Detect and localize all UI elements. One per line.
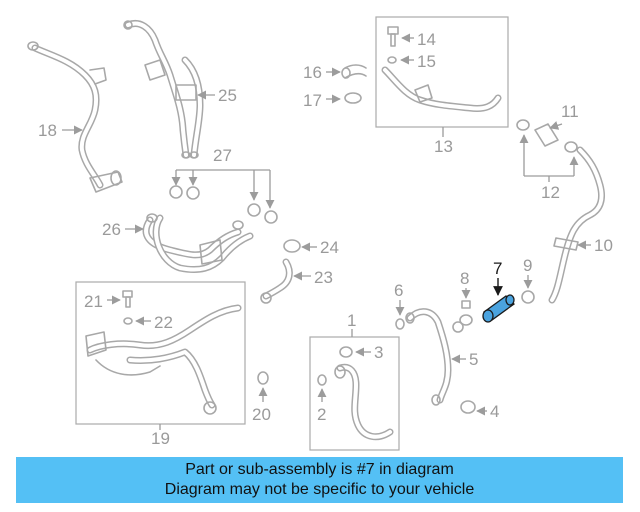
part-27-clamps[interactable] (169, 185, 278, 224)
svg-text:9: 9 (523, 256, 532, 275)
part-13-pipe[interactable] (381, 66, 502, 112)
part-3-clamp[interactable] (339, 346, 353, 358)
part-11-hose[interactable] (534, 123, 559, 147)
part-18-hose[interactable] (27, 41, 123, 193)
svg-text:3: 3 (374, 343, 383, 362)
svg-text:20: 20 (252, 405, 271, 424)
callout-4: 4 (476, 402, 499, 421)
callout-24: 24 (301, 238, 339, 257)
svg-text:27: 27 (213, 146, 232, 165)
part-5-hose[interactable] (405, 308, 464, 406)
svg-text:16: 16 (303, 63, 322, 82)
svg-text:23: 23 (314, 268, 333, 287)
part-4-clamp[interactable] (460, 400, 476, 414)
svg-text:25: 25 (218, 86, 237, 105)
part-15-washer[interactable] (387, 56, 397, 64)
callout-26: 26 (102, 220, 144, 239)
svg-text:14: 14 (417, 30, 436, 49)
part-26-hose-pair[interactable] (142, 213, 254, 274)
callout-14: 14 (401, 30, 436, 49)
callout-5: 5 (451, 350, 478, 369)
callout-25: 25 (197, 86, 237, 105)
callout-19: 19 (151, 424, 170, 448)
callout-1: 1 (347, 311, 356, 337)
callout-6: 6 (394, 281, 405, 316)
callout-27: 27 (171, 146, 275, 209)
svg-text:2: 2 (317, 405, 326, 424)
svg-text:7: 7 (493, 259, 502, 278)
part-23-hose[interactable] (260, 258, 293, 304)
part-19-pipe-assembly[interactable] (85, 304, 242, 415)
part-14-bolt[interactable] (387, 26, 399, 47)
callout-12: 12 (519, 134, 579, 202)
part-25-hose-assembly[interactable] (123, 20, 204, 159)
svg-text:6: 6 (394, 281, 403, 300)
part-22-washer[interactable] (123, 317, 133, 325)
callout-7: 7 (493, 259, 503, 296)
svg-text:24: 24 (320, 238, 339, 257)
part-24-clamp[interactable] (283, 239, 301, 253)
part-12-clamps[interactable] (516, 119, 578, 153)
callout-15: 15 (400, 52, 436, 71)
part-6-washer[interactable] (395, 318, 405, 330)
callout-16: 16 (303, 63, 341, 82)
callout-10: 10 (577, 236, 613, 255)
part-10-pipe[interactable] (548, 146, 606, 304)
part-17-clamp[interactable] (344, 92, 362, 104)
callout-9: 9 (523, 256, 533, 289)
part-16-hose[interactable] (341, 64, 367, 79)
svg-text:17: 17 (303, 91, 322, 110)
callout-2: 2 (317, 388, 327, 424)
banner-line-1: Part or sub-assembly is #7 in diagram (185, 461, 454, 478)
callout-3: 3 (355, 343, 383, 362)
svg-text:11: 11 (561, 102, 579, 121)
svg-text:26: 26 (102, 220, 121, 239)
info-banner: Part or sub-assembly is #7 in diagram Di… (16, 457, 623, 503)
callout-23: 23 (293, 268, 333, 287)
svg-text:1: 1 (347, 311, 356, 330)
part-7-hose-highlighted[interactable] (482, 294, 515, 323)
callout-20: 20 (252, 387, 271, 424)
callout-13: 13 (434, 127, 453, 156)
part-1-hose-assembly[interactable] (334, 363, 394, 441)
part-2-washer[interactable] (317, 374, 327, 386)
part-8-bolt[interactable] (459, 300, 473, 326)
svg-text:12: 12 (541, 183, 560, 202)
svg-text:5: 5 (469, 350, 478, 369)
svg-text:8: 8 (460, 269, 469, 288)
svg-text:4: 4 (490, 402, 499, 421)
group-1-box (309, 336, 400, 451)
callout-21: 21 (84, 292, 121, 311)
callout-8: 8 (460, 269, 471, 299)
callout-11: 11 (549, 102, 579, 130)
svg-text:13: 13 (434, 137, 453, 156)
svg-text:19: 19 (151, 429, 170, 448)
callout-22: 22 (135, 313, 173, 332)
part-21-bolt[interactable] (122, 290, 133, 308)
banner-line-2: Diagram may not be specific to your vehi… (164, 481, 475, 498)
part-9-clamp[interactable] (521, 290, 535, 304)
svg-text:21: 21 (84, 292, 103, 311)
callout-18: 18 (38, 121, 83, 140)
callout-17: 17 (303, 91, 341, 110)
part-20-washer[interactable] (257, 371, 269, 385)
svg-text:18: 18 (38, 121, 57, 140)
svg-text:10: 10 (594, 236, 613, 255)
svg-text:22: 22 (154, 313, 173, 332)
svg-text:15: 15 (417, 52, 436, 71)
group-13-box (375, 16, 509, 128)
